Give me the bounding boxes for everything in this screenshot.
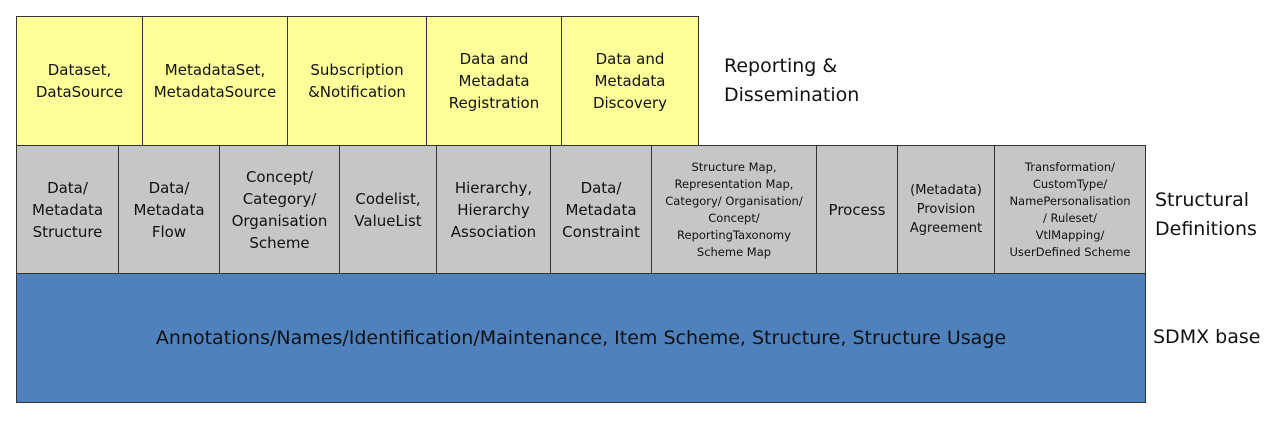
reporting-cell-registration: Data and Metadata Registration (426, 16, 562, 146)
structural-cell-provision-agreement: (Metadata) Provision Agreement (897, 145, 995, 274)
structural-cell-concept: Concept/ Category/ Organisation Scheme (219, 145, 340, 274)
reporting-cell-metadataset: MetadataSet, MetadataSource (142, 16, 288, 146)
structural-cell-flow: Data/ Metadata Flow (118, 145, 220, 274)
structural-cell-process: Process (816, 145, 898, 274)
structural-cell-data-structure: Data/ Metadata Structure (16, 145, 119, 274)
structural-cell-structure-map: Structure Map, Representation Map, Categ… (651, 145, 817, 274)
structural-cell-hierarchy: Hierarchy, Hierarchy Association (436, 145, 551, 274)
sdmx-base-block: Annotations/Names/Identification/Mainten… (16, 273, 1146, 403)
structural-cell-transformation: Transformation/ CustomType/ NamePersonal… (994, 145, 1146, 274)
base-layer-label: SDMX base (1153, 326, 1261, 348)
structural-layer-label: Structural Definitions (1155, 189, 1257, 240)
structural-cell-codelist: Codelist, ValueList (339, 145, 437, 274)
structural-cell-constraint: Data/ Metadata Constraint (550, 145, 652, 274)
reporting-cell-dataset: Dataset, DataSource (16, 16, 143, 146)
sdmx-base-text: Annotations/Names/Identification/Mainten… (155, 327, 1007, 349)
reporting-cell-discovery: Data and Metadata Discovery (561, 16, 699, 146)
reporting-layer-label: Reporting & Dissemination (724, 55, 860, 106)
reporting-cell-subscription: Subscription &Notification (287, 16, 427, 146)
